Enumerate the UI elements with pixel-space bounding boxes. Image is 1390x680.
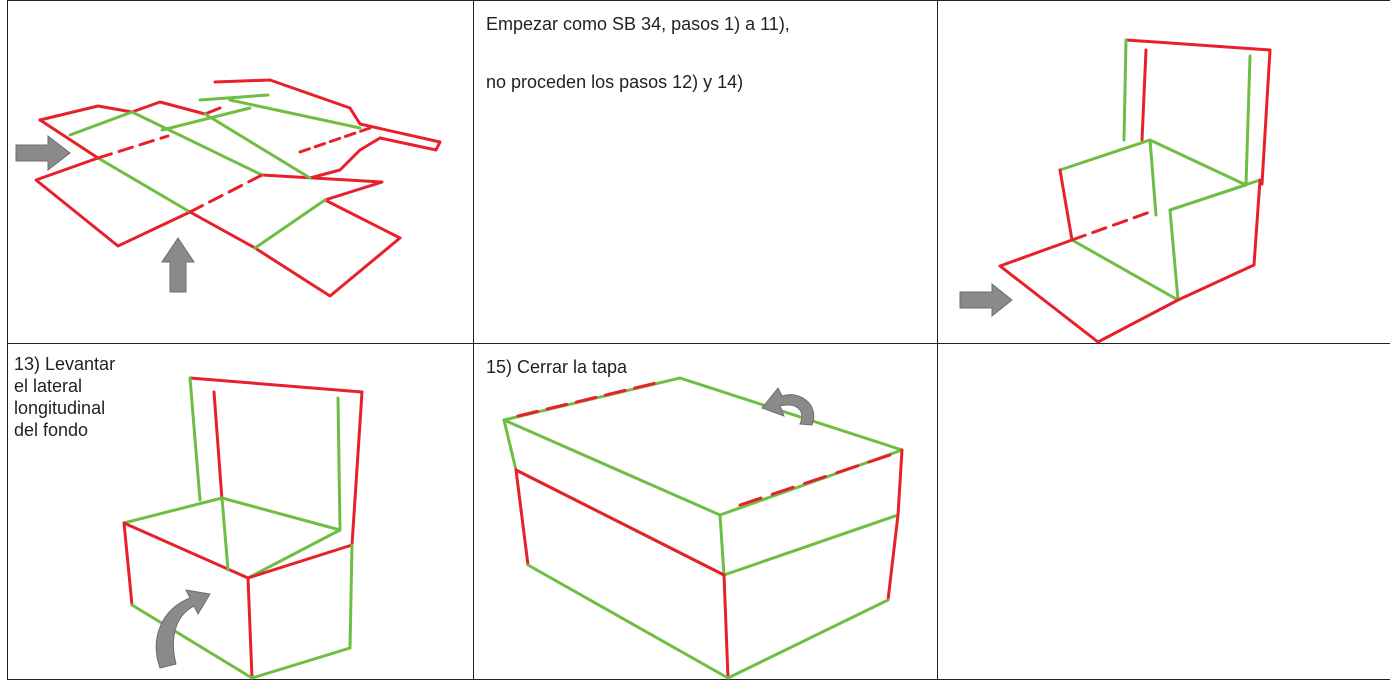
right-arrow-icon — [959, 282, 1013, 318]
instruction-line-1: Empezar como SB 34, pasos 1) a 11), — [486, 14, 790, 34]
step-13-label: 13) Levantar el lateral longitudinal del… — [14, 354, 116, 440]
up-arrow-icon — [161, 237, 195, 293]
step-15-label: 15) Cerrar la tapa — [486, 357, 628, 377]
step-15-drawing — [502, 376, 904, 680]
right-arrow-icon — [15, 134, 71, 172]
cell-flat-blank — [7, 0, 474, 344]
curved-arrow-icon — [155, 589, 211, 669]
curved-arrow-icon — [761, 387, 815, 426]
flat-blank-drawing — [15, 78, 442, 298]
cell-step-13 — [7, 343, 474, 680]
instruction-line-2: no proceden los pasos 12) y 14) — [486, 72, 744, 92]
cell-empty — [937, 343, 1390, 680]
cell-raised-walls — [937, 0, 1390, 344]
raised-walls-drawing — [959, 38, 1272, 344]
instruction-grid — [7, 0, 1390, 680]
instruction-text: Empezar como SB 34, pasos 1) a 11), no p… — [486, 14, 790, 130]
step-13-drawing — [122, 376, 364, 680]
